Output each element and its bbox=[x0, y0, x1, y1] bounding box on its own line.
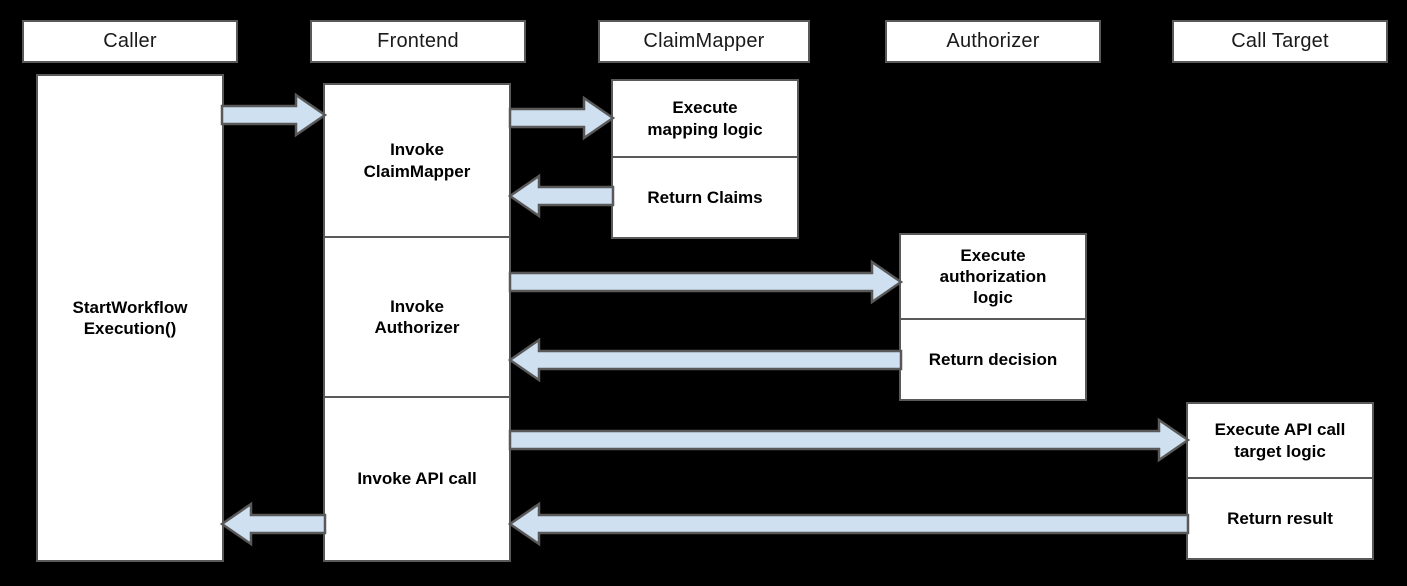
block-caller-start-workflow: StartWorkflow Execution() bbox=[36, 74, 224, 562]
arrow-frontend-to-caller bbox=[219, 501, 327, 547]
arrow-frontend-to-calltarget bbox=[508, 417, 1191, 463]
block-label-calltarget-execute-api-call-target-logic: Execute API call target logic bbox=[1214, 420, 1346, 461]
block-label-authorizer-return-decision: Return decision bbox=[928, 349, 1058, 369]
lifeline-header-frontend: Frontend bbox=[310, 20, 526, 63]
block-label-frontend-invoke-claimmapper: Invoke ClaimMapper bbox=[363, 140, 471, 181]
block-label-frontend-invoke-authorizer: Invoke Authorizer bbox=[374, 296, 460, 337]
arrow-frontend-to-authorizer bbox=[508, 259, 904, 305]
lifeline-label-claimmapper: ClaimMapper bbox=[643, 30, 765, 52]
block-label-claimmapper-execute-mapping-logic: Execute mapping logic bbox=[647, 98, 763, 139]
lifeline-header-authorizer: Authorizer bbox=[885, 20, 1101, 63]
arrow-authorizer-to-frontend bbox=[507, 337, 903, 383]
lifeline-header-calltarget: Call Target bbox=[1172, 20, 1388, 63]
lifeline-label-frontend: Frontend bbox=[377, 30, 459, 52]
lifeline-label-authorizer: Authorizer bbox=[946, 30, 1040, 52]
lifeline-label-caller: Caller bbox=[103, 30, 157, 52]
block-label-authorizer-execute-authorization-logic: Execute authorization logic bbox=[939, 245, 1047, 308]
lifeline-label-calltarget: Call Target bbox=[1231, 30, 1329, 52]
arrow-caller-to-frontend bbox=[220, 92, 328, 138]
block-calltarget-return-result: Return result bbox=[1186, 478, 1374, 560]
block-frontend-invoke-claimmapper: Invoke ClaimMapper bbox=[323, 83, 511, 237]
arrow-frontend-to-claimmapper bbox=[508, 95, 616, 141]
block-label-frontend-invoke-api-call: Invoke API call bbox=[357, 469, 477, 489]
block-authorizer-return-decision: Return decision bbox=[899, 319, 1087, 401]
lifeline-header-caller: Caller bbox=[22, 20, 238, 63]
block-calltarget-execute-api-call-target-logic: Execute API call target logic bbox=[1186, 402, 1374, 478]
block-label-claimmapper-return-claims: Return Claims bbox=[647, 187, 763, 207]
block-authorizer-execute-authorization-logic: Execute authorization logic bbox=[899, 233, 1087, 319]
block-frontend-invoke-api-call: Invoke API call bbox=[323, 397, 511, 562]
block-label-calltarget-return-result: Return result bbox=[1227, 508, 1333, 528]
block-claimmapper-execute-mapping-logic: Execute mapping logic bbox=[611, 79, 799, 157]
arrow-calltarget-to-frontend bbox=[507, 501, 1190, 547]
lifeline-header-claimmapper: ClaimMapper bbox=[598, 20, 810, 63]
block-frontend-invoke-authorizer: Invoke Authorizer bbox=[323, 237, 511, 397]
arrow-claimmapper-to-frontend bbox=[507, 173, 615, 219]
block-claimmapper-return-claims: Return Claims bbox=[611, 157, 799, 239]
block-label-caller-start-workflow: StartWorkflow Execution() bbox=[72, 297, 188, 338]
